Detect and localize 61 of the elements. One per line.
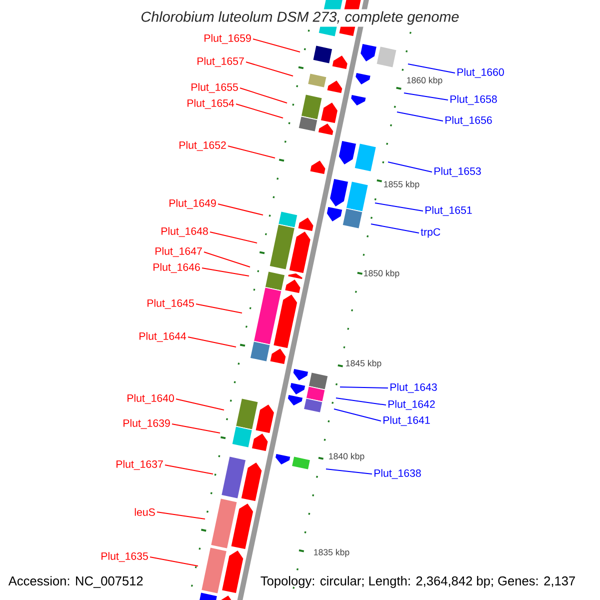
gene-label: Plut_1658 [450, 95, 497, 105]
gene-label: Plut_1660 [457, 68, 504, 78]
scale-label: 1855 kbp [384, 180, 420, 190]
leader-line [188, 336, 236, 348]
gene-label: Plut_1635 [102, 552, 148, 562]
gene-label: Plut_1657 [198, 57, 244, 67]
leader-line [336, 398, 386, 406]
scale-label: 1850 kbp [364, 270, 400, 278]
gene-label: Plut_1637 [116, 460, 163, 470]
leader-line [374, 202, 424, 212]
leader-line [396, 112, 444, 122]
leader-line [204, 252, 250, 268]
leader-line [164, 464, 214, 474]
scale-label: 1840 kbp [329, 452, 364, 462]
gene-label: Plut_1642 [388, 400, 435, 410]
gene-label: Plut_1640 [128, 394, 174, 404]
leader-line [404, 92, 448, 100]
gene-label: Plut_1646 [154, 263, 200, 273]
gene-label: Plut_1644 [140, 332, 186, 342]
gene-label: Plut_1656 [445, 116, 492, 126]
info-text: Accession: NC_007512 [8, 576, 143, 588]
gene-label: Plut_1649 [170, 199, 216, 209]
gene-label: leuS [134, 508, 155, 516]
leader-line [334, 408, 382, 422]
leader-line [196, 304, 242, 314]
gene-label: Plut_1647 [156, 247, 202, 257]
title: Chlorobium luteolum DSM 273, complete genome [138, 9, 462, 27]
leader-line [228, 146, 276, 158]
leader-line [246, 62, 294, 76]
leader-line [202, 268, 250, 276]
leader-line [150, 556, 198, 566]
gene-label: Plut_1653 [434, 167, 481, 177]
info-text: Topology: circular; Length: 2,364,842 bp; Genes: 2,137 [260, 576, 575, 588]
gene-label: Plut_1643 [390, 383, 437, 393]
leader-line [408, 64, 456, 74]
leader-line [156, 512, 206, 520]
scale-label: 1860 kbp [407, 76, 442, 86]
gene-label: Plut_1654 [188, 99, 234, 109]
gene-label: Plut_1645 [148, 299, 194, 309]
gene-label: Plut_1651 [425, 206, 472, 216]
gene-label: Plut_1652 [180, 141, 226, 151]
scale-label: 1835 kbp [314, 548, 350, 558]
gene-label: Plut_1648 [162, 227, 208, 237]
leader-line [172, 424, 220, 434]
gene-label: Plut_1659 [204, 34, 251, 44]
leader-line [370, 224, 420, 234]
leader-line [240, 88, 288, 104]
gene-label: Plut_1641 [383, 416, 430, 426]
leader-line [236, 104, 284, 118]
scale-label: 1845 kbp [346, 360, 382, 368]
leader-line [176, 398, 224, 410]
gene-label: Plut_1638 [374, 469, 421, 479]
leader-line [388, 162, 432, 172]
leader-line [340, 386, 388, 388]
leader-line [326, 468, 372, 474]
gene-label: trpC [420, 228, 440, 238]
leader-line [210, 232, 258, 244]
gene-label: Plut_1639 [124, 419, 170, 429]
leader-line [252, 38, 300, 52]
gene-label: Plut_1655 [192, 83, 238, 93]
leader-line [218, 204, 264, 216]
